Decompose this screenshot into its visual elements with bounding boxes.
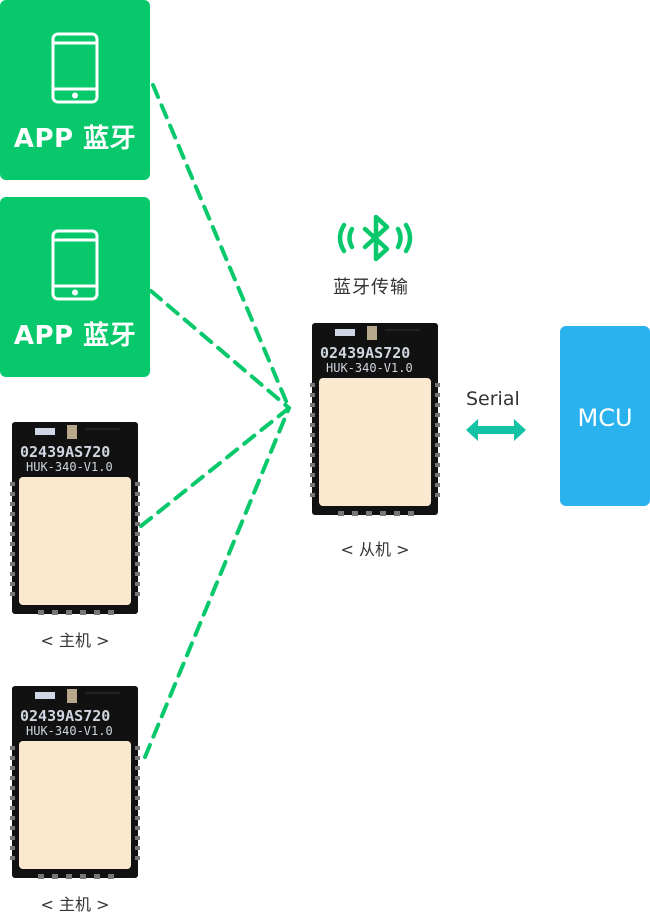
bluetooth-icon [337,214,413,262]
connection-line-master-2 [143,406,291,759]
connection-line-app-1 [151,83,291,410]
phone-icon [51,32,99,104]
chip-silkscreen-line2: HUK-340-V1.0 [26,724,113,738]
slave-module-caption: < 从机 > [340,540,410,559]
connection-line-master-1 [139,406,291,528]
slave-module: 02439AS720 HUK-340-V1.0 [310,323,440,516]
serial-label: Serial [466,388,520,410]
master-module-1: 02439AS720 HUK-340-V1.0 [10,422,140,615]
chip-silkscreen-line2: HUK-340-V1.0 [26,460,113,474]
app-box-2: APP 蓝牙 [0,197,150,377]
chip-silkscreen-line2: HUK-340-V1.0 [326,361,413,375]
master-module-caption: < 主机 > [40,895,110,914]
app-box-label: APP 蓝牙 [13,124,137,154]
app-box-1: APP 蓝牙 [0,0,150,180]
chip-silkscreen-line1: 02439AS720 [20,443,110,461]
mcu-box: MCU [560,326,650,506]
chip-silkscreen-line1: 02439AS720 [320,344,410,362]
app-box-label: APP 蓝牙 [13,321,137,351]
master-module-caption: < 主机 > [40,631,110,650]
connection-line-app-2 [149,289,291,410]
phone-icon [51,229,99,301]
chip-silkscreen-line1: 02439AS720 [20,707,110,725]
mcu-label: MCU [577,404,633,432]
double-arrow-icon [466,419,526,441]
master-module-2: 02439AS720 HUK-340-V1.0 [10,686,140,879]
bluetooth-transfer-label: 蓝牙传输 [333,277,409,298]
